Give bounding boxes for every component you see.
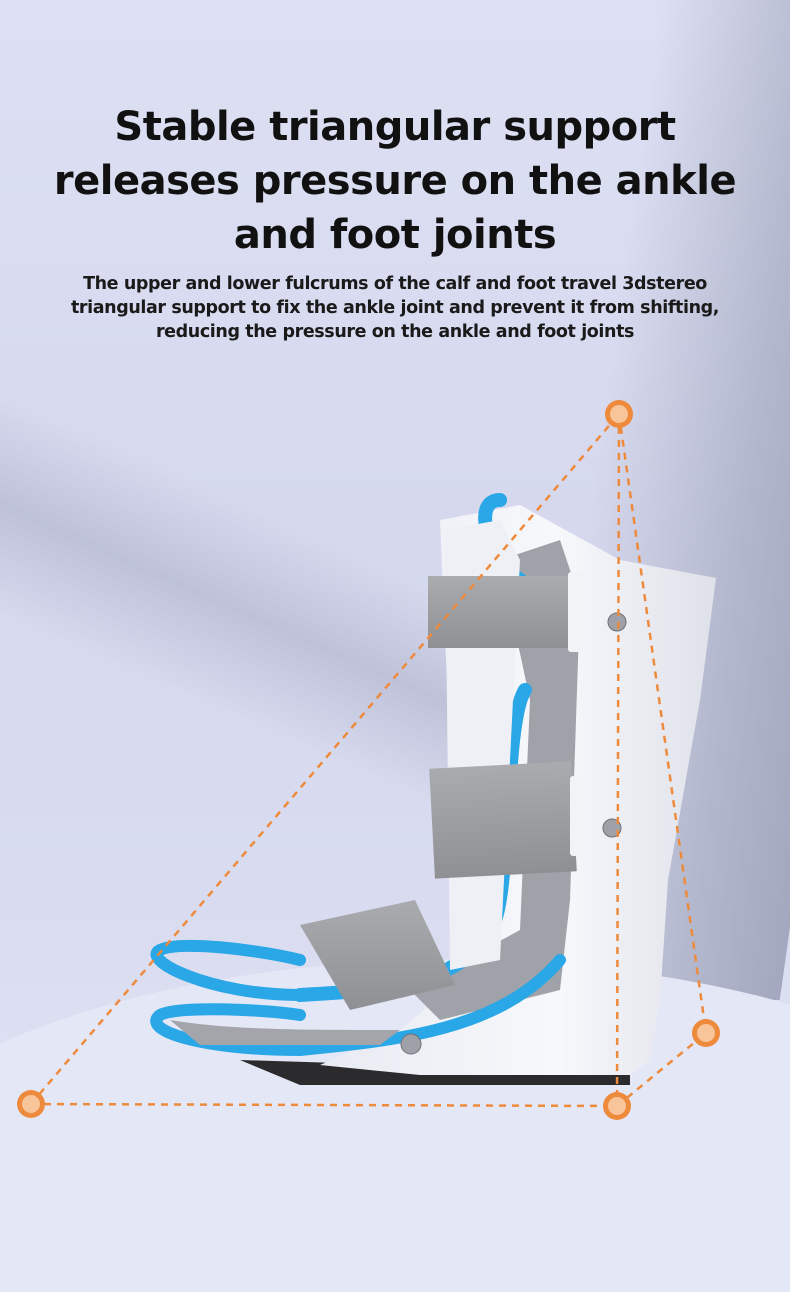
support-point-heel-icon <box>603 1092 631 1120</box>
line-top-to-back <box>617 413 708 1034</box>
headline-line-1: Stable triangular support <box>114 104 676 150</box>
line-top-to-heel <box>615 413 621 1107</box>
line-heel-to-back <box>616 1032 707 1107</box>
support-point-toe-icon <box>17 1090 45 1118</box>
headline-line-2: releases pressure on the ankle <box>53 158 737 204</box>
description-line-1: The upper and lower fulcrums of the calf… <box>83 274 707 294</box>
headline-line-3: and foot joints <box>233 212 557 258</box>
support-points <box>17 400 720 1120</box>
background-floor-curve <box>0 960 790 1292</box>
description: The upper and lower fulcrums of the calf… <box>0 272 790 344</box>
line-toe-to-heel <box>30 1102 618 1108</box>
headline: Stable triangular support releases press… <box>0 100 790 262</box>
support-point-back-icon <box>692 1019 720 1047</box>
line-toe-to-top <box>30 413 620 1105</box>
description-line-3: reducing the pressure on the ankle and f… <box>155 322 635 342</box>
support-point-top-icon <box>605 400 633 428</box>
description-line-2: triangular support to fix the ankle join… <box>70 298 720 318</box>
